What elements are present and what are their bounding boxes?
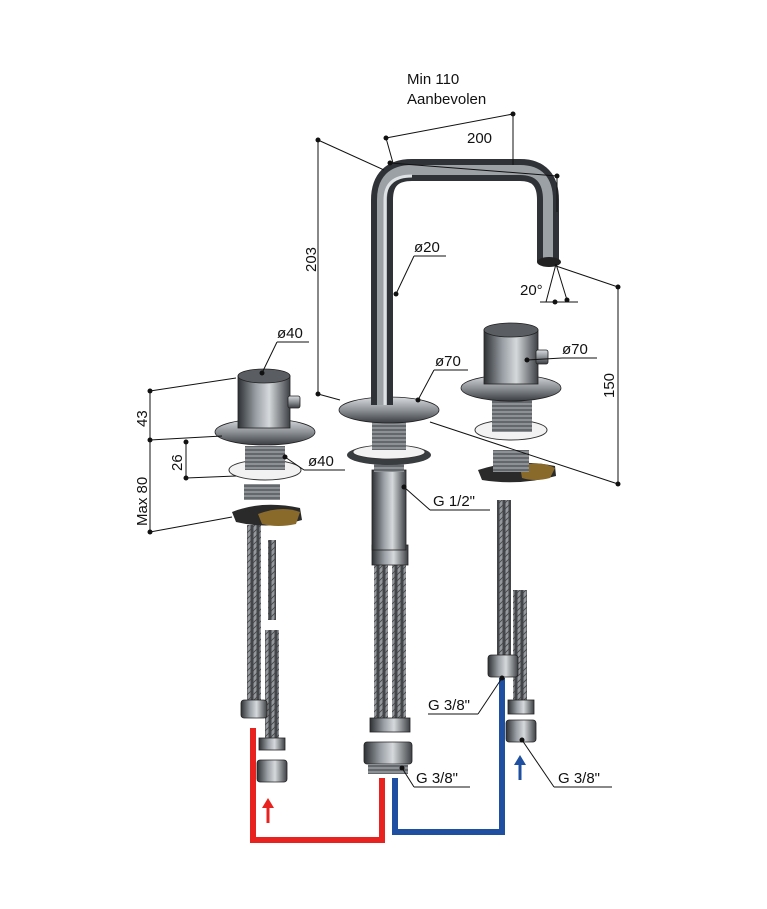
label-aanbevolen: Aanbevolen (407, 91, 486, 108)
right-valve (460, 322, 562, 743)
label-d40-bottom: ø40 (308, 453, 334, 470)
label-150: 150 (601, 373, 618, 398)
label-g38-center: G 3/8" (416, 770, 458, 787)
label-min-110: Min 110 (407, 71, 459, 88)
dimension-lines (147, 111, 621, 788)
center-spout (338, 159, 561, 774)
hot-water-line (250, 728, 385, 843)
label-26: 26 (169, 454, 186, 471)
label-d40-top: ø40 (277, 325, 303, 342)
label-g38-right-lower: G 3/8" (558, 770, 600, 787)
label-max-80: Max 80 (134, 477, 151, 526)
label-angle-20: 20° (520, 282, 543, 299)
dimension-labels: Min 110 Aanbevolen 200 203 ø20 20° 150 ø… (134, 71, 618, 787)
cold-water-line (392, 678, 526, 835)
label-g12: G 1/2" (433, 493, 475, 510)
label-200: 200 (467, 130, 492, 147)
label-d70-right: ø70 (562, 341, 588, 358)
label-g38-right-upper: G 3/8" (428, 697, 470, 714)
label-203: 203 (303, 247, 320, 272)
label-d70-center: ø70 (435, 353, 461, 370)
left-valve (214, 368, 316, 783)
label-43: 43 (134, 410, 151, 427)
label-d20: ø20 (414, 239, 440, 256)
